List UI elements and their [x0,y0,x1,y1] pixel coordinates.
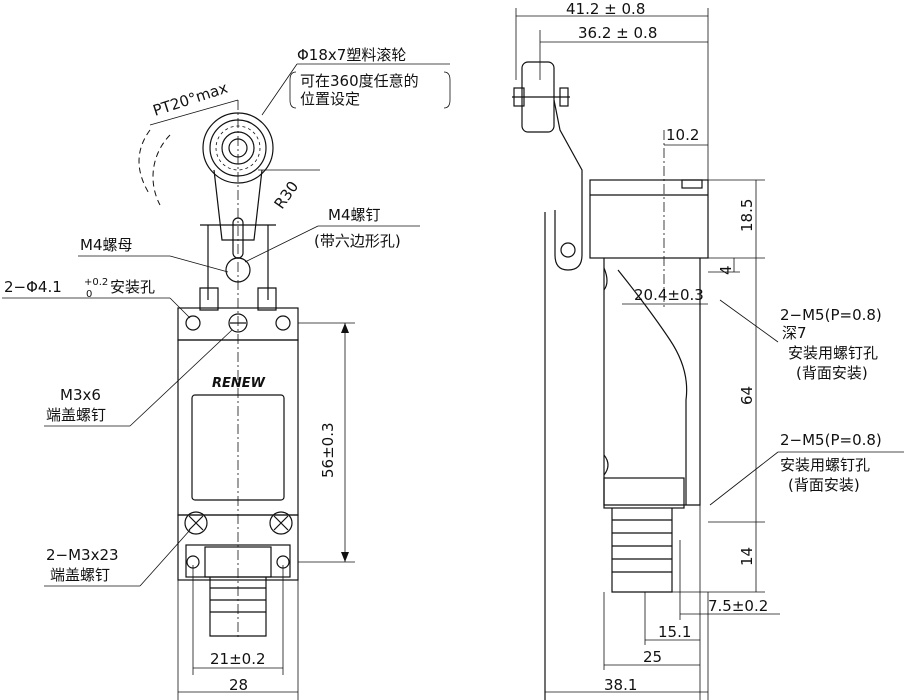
dim-14: 14 [738,547,756,566]
m5-bot-leader [709,451,779,506]
dim-20: 20.4±0.3 [634,286,704,304]
head-notch [681,179,703,189]
dim-15: 15.1 [658,623,691,641]
m3x6-screw [228,313,248,333]
dim-64: 64 [738,386,756,405]
m3x23-leader [139,529,191,587]
rotation-range-arc-2 [138,129,151,196]
m4-nut-leader [169,255,229,273]
roller-spec-label: Φ18x7塑料滚轮 [297,46,406,64]
m5-top-3: 安装用螺钉孔 [788,344,878,362]
m4-screw-leader [244,225,319,263]
dim-18: 18.5 [738,199,756,232]
m5-bot-2: 安装用螺钉孔 [780,456,870,474]
m3x23-screw-left [184,511,208,535]
tol-upper: +0.2 [84,277,108,288]
m3x23-label-2: 端盖螺钉 [50,566,110,584]
mount-hole-right [275,315,291,331]
tol-lower: 0 [86,289,92,300]
roller-note-2: 位置设定 [300,90,360,108]
m3x6-leader [129,329,233,427]
m4-screw-label: M4螺钉 [328,206,381,224]
dim-21: 21±0.2 [210,650,266,668]
dim-4: 4 [717,265,735,275]
note-bracket-left [289,71,297,109]
side-lever [553,99,583,271]
side-gland [611,508,673,593]
lower-notch [603,454,609,476]
m5-bot-1: 2−M5(P=0.8) [780,431,882,449]
m5-top-4: (背面安装) [796,364,868,382]
mount-hole-label: 2−Φ4.1 [4,278,62,296]
mount-hole-leader [169,297,191,319]
note-bracket-right [443,71,451,109]
dim-28: 28 [229,676,248,694]
left-tab [199,287,219,311]
side-body [603,258,701,506]
dim-36: 36.2 ± 0.8 [578,24,657,42]
side-gland-rings [612,519,672,573]
rotation-range-arc [152,134,171,206]
roller-note-1: 可在360度任意的 [300,72,419,90]
dim-7: 7.5±0.2 [708,597,768,615]
dim-38: 38.1 [604,676,637,694]
m3x23-label-1: 2−M3x23 [46,546,119,564]
right-tab [257,287,277,311]
side-pivot [560,242,576,258]
radius-label: R30 [271,178,303,213]
m5-bot-3: (背面安装) [788,476,860,494]
dim-41: 41.2 ± 0.8 [566,0,645,18]
dim-25: 25 [643,648,662,666]
axle-nut-left [513,87,525,107]
m5-top-2: 深7 [782,324,807,342]
side-body-curve [617,269,688,505]
m3x23-screw-right [269,511,293,535]
dim-56: 56±0.3 [319,422,337,478]
mount-hole-suffix: 安装孔 [110,278,155,296]
arrow [341,552,349,562]
front-view: RENEW 56±0.3 21±0.2 28 Φ18x7塑料滚轮 [2,46,451,700]
m3x6-label-2: 端盖螺钉 [46,406,106,424]
mount-hole-left [185,315,201,331]
pt-leader [149,99,239,126]
arrow [341,323,349,333]
m4-nut-label: M4螺母 [80,236,133,254]
screw-crosses [188,515,289,531]
roller-leader [261,63,298,116]
m4-screw-note: (带六边形孔) [314,232,401,250]
upper-notch [603,267,608,291]
m5-top-1: 2−M5(P=0.8) [780,306,882,324]
brand-logo: RENEW [212,376,266,391]
dim-10: 10.2 [666,126,699,144]
side-head [589,179,709,259]
m5-top-leader [719,299,779,343]
m3x6-label-1: M3x6 [60,386,101,404]
axle-nut-right [559,87,569,107]
side-end-cover [603,477,685,509]
side-view: 41.2 ± 0.8 36.2 ± 0.8 10.2 18.5 4 20.4±0… [512,0,904,700]
